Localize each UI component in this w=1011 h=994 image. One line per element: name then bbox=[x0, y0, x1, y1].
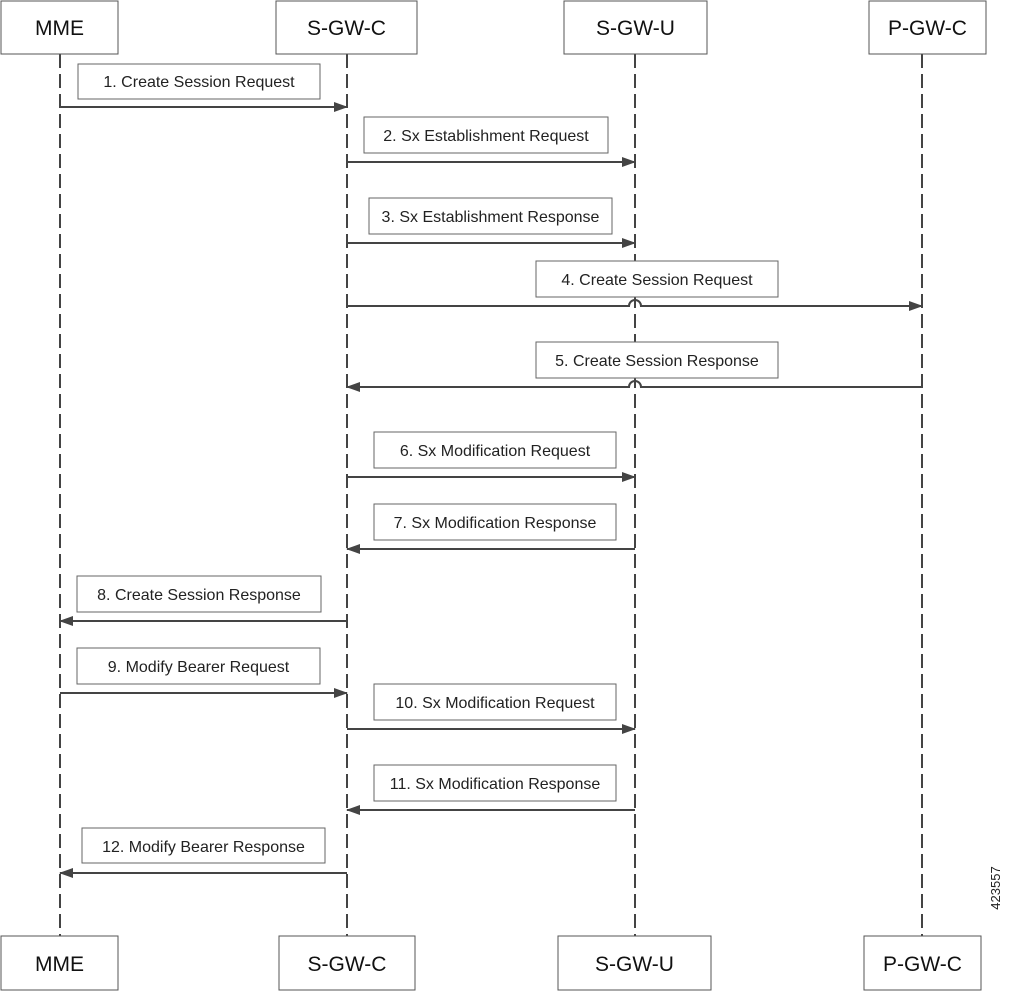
message-2: 2. Sx Establishment Request bbox=[347, 116, 636, 167]
message-7: 7. Sx Modification Response bbox=[346, 503, 635, 554]
actor-bottom-pgwc-label: P-GW-C bbox=[883, 953, 962, 976]
message-10: 10. Sx Modification Request bbox=[347, 683, 636, 734]
message-11: 11. Sx Modification Response bbox=[346, 764, 635, 815]
actor-bottom-mme: MME bbox=[0, 935, 119, 991]
actor-top-pgwc: P-GW-C bbox=[868, 0, 987, 55]
message-3-label: 3. Sx Establishment Response bbox=[382, 209, 600, 226]
message-8: 8. Create Session Response bbox=[59, 575, 347, 626]
actor-bottom-sgwc-label: S-GW-C bbox=[308, 953, 387, 976]
message-6: 6. Sx Modification Request bbox=[347, 431, 636, 482]
message-12-label: 12. Modify Bearer Response bbox=[102, 839, 305, 856]
message-5-label: 5. Create Session Response bbox=[555, 353, 759, 370]
actor-top-sgwu: S-GW-U bbox=[563, 0, 708, 55]
message-9-label: 9. Modify Bearer Request bbox=[108, 659, 290, 676]
message-4: 4. Create Session Request bbox=[347, 260, 923, 311]
message-5: 5. Create Session Response bbox=[346, 341, 922, 392]
message-10-label: 10. Sx Modification Request bbox=[395, 695, 595, 712]
actors-top: MME S-GW-C S-GW-U P-GW-C bbox=[0, 0, 987, 55]
actor-top-sgwc: S-GW-C bbox=[275, 0, 418, 55]
actor-bottom-pgwc: P-GW-C bbox=[863, 935, 982, 991]
actor-top-mme-label: MME bbox=[35, 17, 84, 40]
message-4-arrow bbox=[347, 299, 923, 311]
actor-top-mme: MME bbox=[0, 0, 119, 55]
message-2-label: 2. Sx Establishment Request bbox=[383, 128, 589, 145]
message-6-label: 6. Sx Modification Request bbox=[400, 443, 591, 460]
lifelines bbox=[59, 54, 923, 936]
message-7-label: 7. Sx Modification Response bbox=[394, 515, 597, 532]
actor-bottom-sgwu-label: S-GW-U bbox=[595, 953, 674, 976]
message-12: 12. Modify Bearer Response bbox=[59, 827, 347, 878]
message-8-label: 8. Create Session Response bbox=[97, 587, 301, 604]
message-1-label: 1. Create Session Request bbox=[103, 74, 295, 91]
actor-bottom-mme-label: MME bbox=[35, 953, 84, 976]
actor-top-sgwu-label: S-GW-U bbox=[596, 17, 675, 40]
message-9: 9. Modify Bearer Request bbox=[60, 647, 348, 698]
messages: 1. Create Session Request 2. Sx Establis… bbox=[59, 63, 923, 878]
actor-top-sgwc-label: S-GW-C bbox=[307, 17, 386, 40]
actor-top-pgwc-label: P-GW-C bbox=[888, 17, 967, 40]
message-11-label: 11. Sx Modification Response bbox=[390, 776, 601, 793]
message-5-arrow bbox=[346, 380, 922, 392]
actor-bottom-sgwc: S-GW-C bbox=[278, 935, 416, 991]
message-4-label: 4. Create Session Request bbox=[561, 272, 753, 289]
figure-number: 423557 bbox=[988, 866, 1003, 909]
actor-bottom-sgwu: S-GW-U bbox=[557, 935, 712, 991]
actors-bottom: MME S-GW-C S-GW-U P-GW-C bbox=[0, 935, 982, 991]
message-1: 1. Create Session Request bbox=[60, 63, 348, 112]
message-3: 3. Sx Establishment Response bbox=[347, 197, 636, 248]
